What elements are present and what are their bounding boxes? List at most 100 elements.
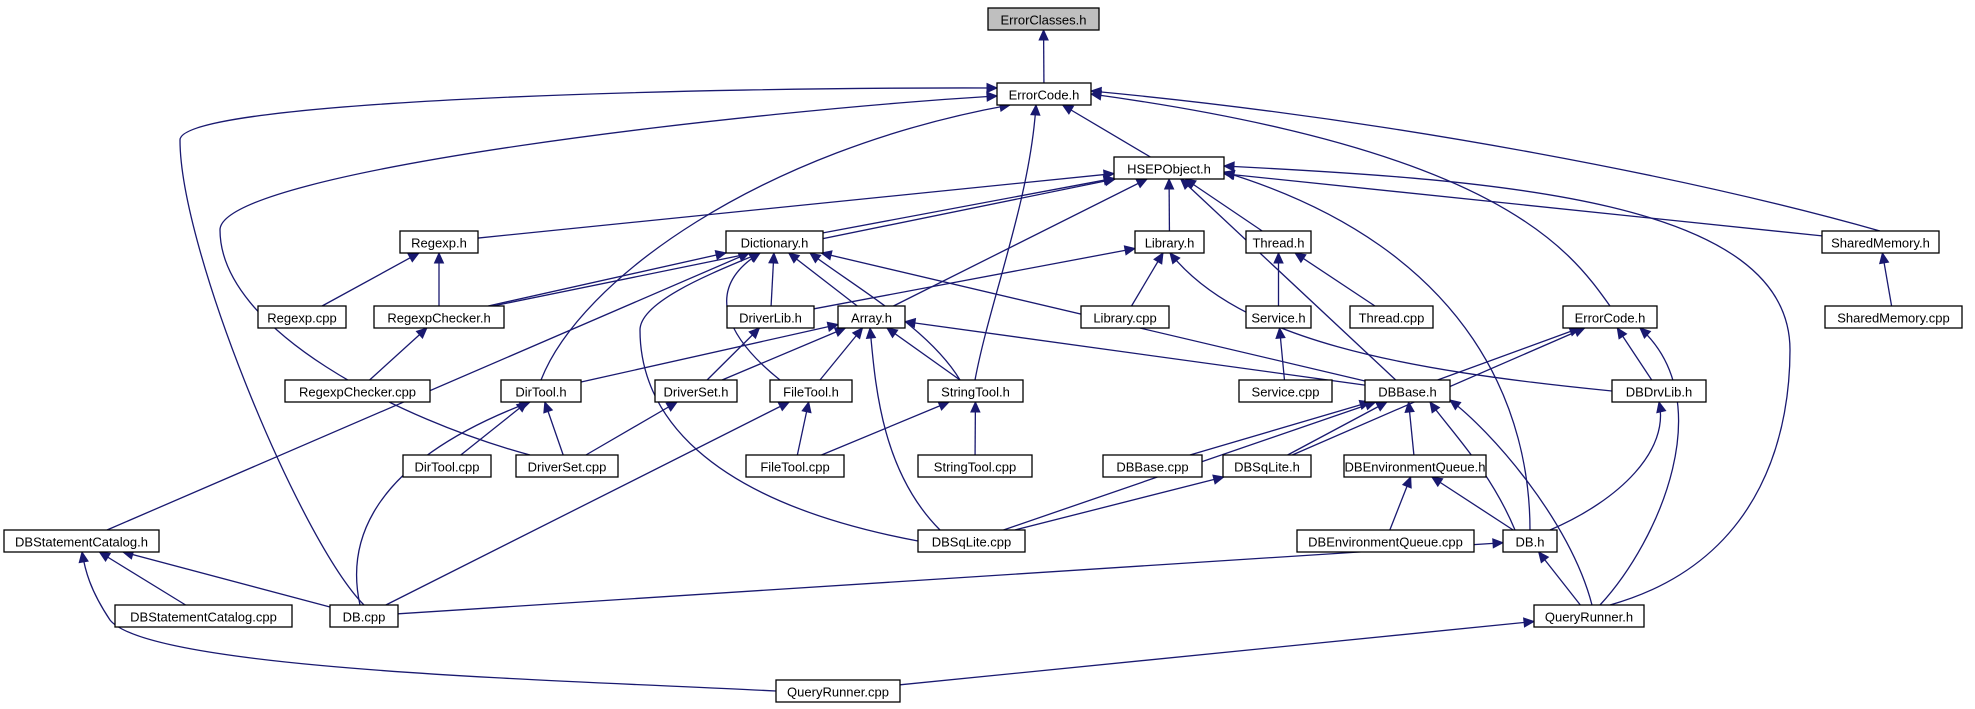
node-dbh[interactable]: DB.h bbox=[1502, 529, 1558, 553]
edge-regexpchecker-to-dictionary bbox=[488, 249, 728, 307]
node-dbsq-lite[interactable]: DBSqLite.h bbox=[1222, 454, 1312, 478]
edge-dbcpp-to-dbstatementcatalog bbox=[121, 549, 331, 608]
node-label: Regexp.cpp bbox=[267, 311, 336, 326]
node-error-classes: ErrorClasses.h bbox=[987, 7, 1100, 31]
node-label: DB.h bbox=[1516, 535, 1545, 550]
edge-dbcpp-to-filetool bbox=[385, 401, 791, 606]
edges bbox=[78, 28, 1893, 692]
node-label: DBBase.cpp bbox=[1116, 460, 1188, 475]
node-thread-cpp[interactable]: Thread.cpp bbox=[1349, 305, 1434, 329]
node-dbbase[interactable]: DBBase.h bbox=[1364, 379, 1451, 403]
node-query-runner-cpp[interactable]: QueryRunner.cpp bbox=[775, 679, 901, 703]
node-dbenv-queue-cpp[interactable]: DBEnvironmentQueue.cpp bbox=[1296, 529, 1475, 553]
node-driver-set[interactable]: DriverSet.h bbox=[654, 379, 738, 403]
edge-regexpcheckercpp-to-regexpchecker bbox=[369, 327, 428, 381]
node-regexp-cpp[interactable]: Regexp.cpp bbox=[257, 305, 347, 329]
node-driver-lib[interactable]: DriverLib.h bbox=[726, 305, 815, 329]
node-service-cpp[interactable]: Service.cpp bbox=[1238, 379, 1333, 403]
node-string-tool-cpp[interactable]: StringTool.cpp bbox=[917, 454, 1033, 478]
node-library[interactable]: Library.h bbox=[1134, 230, 1205, 254]
edge-errorcode-to-errorclasses bbox=[1038, 28, 1049, 84]
node-regexp-checker-cpp[interactable]: RegexpChecker.cpp bbox=[284, 379, 431, 403]
node-error-code[interactable]: ErrorCode.h bbox=[996, 82, 1092, 106]
nodes: ErrorClasses.hErrorCode.hHSEPObject.hReg… bbox=[3, 7, 1963, 703]
edge-stringtoolcpp-to-stringtool bbox=[970, 400, 981, 456]
edge-library-to-hsepobject bbox=[1163, 177, 1175, 232]
edge-dbh-to-dbenvqueue bbox=[1430, 476, 1514, 531]
node-dbstatement-catalog-cpp[interactable]: DBStatementCatalog.cpp bbox=[114, 604, 293, 628]
node-error-code2[interactable]: ErrorCode.h bbox=[1562, 305, 1658, 329]
edge-dbh-to-dbdrvlib bbox=[1549, 400, 1667, 531]
node-label: DB.cpp bbox=[343, 610, 386, 625]
edge-dbbase-to-array bbox=[903, 317, 1366, 386]
edge-regexp-to-hsepobject bbox=[477, 169, 1116, 239]
edge-dictionary-to-hsepobject bbox=[822, 175, 1116, 234]
node-dbdrv-lib[interactable]: DBDrvLib.h bbox=[1611, 379, 1707, 403]
node-driver-set-cpp[interactable]: DriverSet.cpp bbox=[515, 454, 619, 478]
node-shared-memory[interactable]: SharedMemory.h bbox=[1821, 230, 1940, 254]
node-label: RegexpChecker.cpp bbox=[299, 385, 416, 400]
edge-dbstatementcatalogcpp-to-dbstatementcatalog bbox=[98, 551, 186, 606]
node-label: RegexpChecker.h bbox=[387, 311, 490, 326]
edge-queryrunnercpp-to-queryrunner bbox=[899, 617, 1536, 686]
edge-filetool-to-array bbox=[819, 327, 864, 381]
node-label: StringTool.cpp bbox=[934, 460, 1016, 475]
edge-driverset-to-driverlib bbox=[706, 327, 761, 381]
edge-errorcode2-to-errorcode bbox=[1089, 90, 1611, 307]
edge-dbcpp-to-dirtool bbox=[355, 400, 532, 606]
edge-dbbasecpp-to-dbbase bbox=[1189, 399, 1372, 456]
node-label: Service.h bbox=[1251, 311, 1305, 326]
edge-dbcpp-to-errorcode bbox=[179, 82, 999, 606]
edge-array-to-dictionary bbox=[787, 252, 858, 307]
node-dbbase-cpp[interactable]: DBBase.cpp bbox=[1102, 454, 1203, 478]
edge-dbcpp-to-dbh bbox=[397, 538, 1505, 615]
node-label: QueryRunner.cpp bbox=[787, 685, 889, 700]
edge-queryrunner-to-dbbase bbox=[1449, 399, 1593, 606]
node-regexp[interactable]: Regexp.h bbox=[399, 230, 479, 254]
edge-dirtool-to-array bbox=[580, 321, 840, 383]
node-label: Regexp.h bbox=[411, 236, 467, 251]
edge-queryrunner-to-hsepobject bbox=[1222, 161, 1791, 606]
node-label: HSEPObject.h bbox=[1127, 162, 1211, 177]
node-label: DriverLib.h bbox=[739, 311, 802, 326]
node-label: Array.h bbox=[851, 311, 892, 326]
edge-dbdrvlib-to-library bbox=[1169, 252, 1613, 392]
edge-dbenvqueuecpp-to-dbenvqueue bbox=[1389, 475, 1412, 531]
node-array[interactable]: Array.h bbox=[837, 305, 906, 329]
node-library-cpp[interactable]: Library.cpp bbox=[1080, 305, 1170, 329]
node-file-tool-cpp[interactable]: FileTool.cpp bbox=[745, 454, 845, 478]
node-label: Service.cpp bbox=[1252, 385, 1320, 400]
node-label: FileTool.cpp bbox=[760, 460, 829, 475]
node-label: DirTool.cpp bbox=[414, 460, 479, 475]
node-label: SharedMemory.h bbox=[1831, 236, 1930, 251]
edge-driverlib-to-library bbox=[813, 245, 1137, 310]
edge-dbsqlitecpp-to-array bbox=[865, 326, 941, 531]
node-dbsq-lite-cpp[interactable]: DBSqLite.cpp bbox=[917, 529, 1026, 553]
edge-queryrunner-to-errorcode2 bbox=[1599, 327, 1680, 606]
node-hsepobject[interactable]: HSEPObject.h bbox=[1113, 156, 1225, 180]
edge-filetoolcpp-to-filetool bbox=[796, 400, 812, 456]
node-string-tool[interactable]: StringTool.h bbox=[927, 379, 1024, 403]
node-dbenv-queue[interactable]: DBEnvironmentQueue.h bbox=[1343, 454, 1487, 478]
node-label: DriverSet.h bbox=[663, 385, 728, 400]
node-thread[interactable]: Thread.h bbox=[1245, 230, 1312, 254]
node-service[interactable]: Service.h bbox=[1245, 305, 1312, 329]
node-label: StringTool.h bbox=[941, 385, 1010, 400]
edge-dbsqlite-to-dbbase bbox=[1287, 401, 1388, 456]
node-dictionary[interactable]: Dictionary.h bbox=[725, 230, 824, 254]
node-dir-tool-cpp[interactable]: DirTool.cpp bbox=[402, 454, 492, 478]
node-label: FileTool.h bbox=[783, 385, 839, 400]
node-regexp-checker[interactable]: RegexpChecker.h bbox=[373, 305, 505, 329]
edge-servicecpp-to-service bbox=[1275, 326, 1286, 381]
edge-dbdrvlib-to-errorcode2 bbox=[1616, 326, 1653, 381]
node-shared-memory-cpp[interactable]: SharedMemory.cpp bbox=[1824, 305, 1963, 329]
node-query-runner[interactable]: QueryRunner.h bbox=[1533, 604, 1645, 628]
node-label: DBStatementCatalog.cpp bbox=[130, 610, 277, 625]
node-dbstatement-catalog[interactable]: DBStatementCatalog.h bbox=[3, 529, 160, 553]
node-dbcpp[interactable]: DB.cpp bbox=[329, 604, 399, 628]
edge-librarycpp-to-library bbox=[1130, 251, 1164, 307]
node-file-tool[interactable]: FileTool.h bbox=[769, 379, 853, 403]
node-dir-tool[interactable]: DirTool.h bbox=[500, 379, 582, 403]
node-label: QueryRunner.h bbox=[1545, 610, 1633, 625]
